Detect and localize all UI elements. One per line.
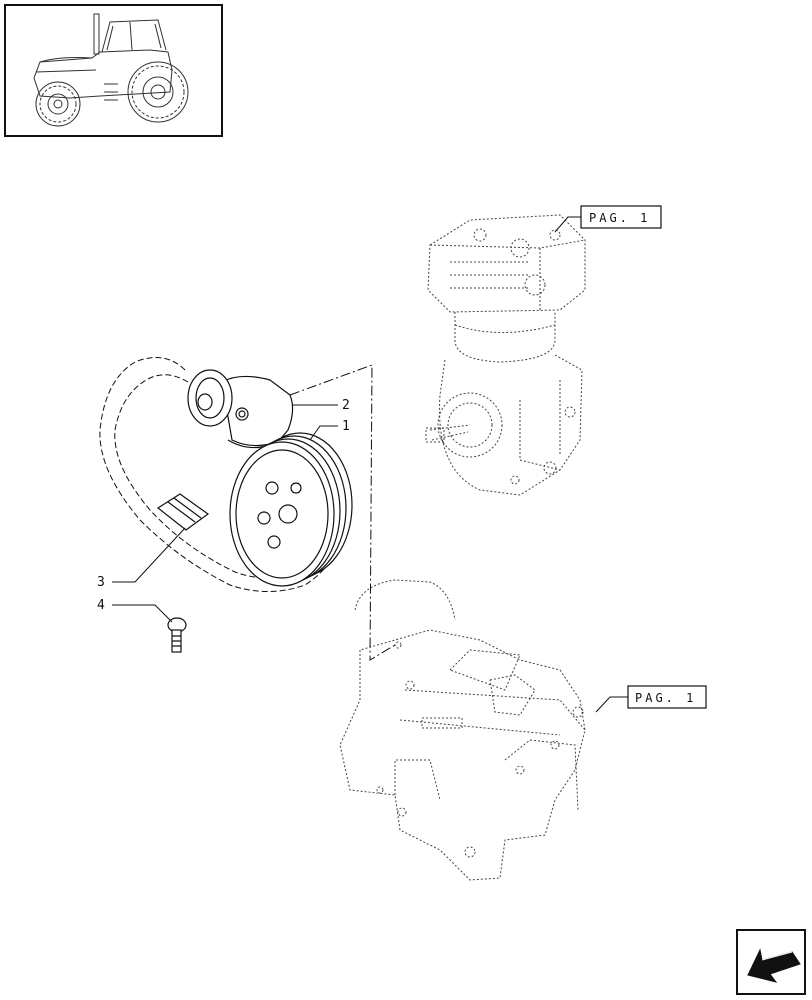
drive-belt	[99, 357, 351, 592]
page-ref-label: PAG. 1	[635, 691, 696, 705]
back-arrow-button[interactable]	[736, 929, 806, 995]
mounting-bracket-outline	[339, 579, 586, 881]
tractor-thumbnail[interactable]	[4, 4, 223, 137]
arrow-back-icon	[747, 948, 801, 983]
callout-2: 2	[342, 398, 350, 413]
belt-tensioner[interactable]	[187, 369, 294, 449]
page-ref-compressor[interactable]: PAG. 1	[554, 205, 662, 233]
tractor-icon	[33, 13, 189, 127]
bolt[interactable]	[167, 617, 187, 653]
callout-3: 3	[97, 575, 105, 590]
alignment-line	[289, 364, 396, 661]
page-ref-bracket[interactable]: PAG. 1	[595, 685, 707, 713]
air-compressor-outline	[425, 214, 586, 496]
callout-1: 1	[342, 419, 350, 434]
page-ref-label: PAG. 1	[589, 211, 650, 225]
pulley[interactable]	[229, 432, 353, 587]
belt-section[interactable]	[156, 493, 210, 531]
leader-lines	[112, 404, 338, 623]
callout-4: 4	[97, 598, 105, 613]
